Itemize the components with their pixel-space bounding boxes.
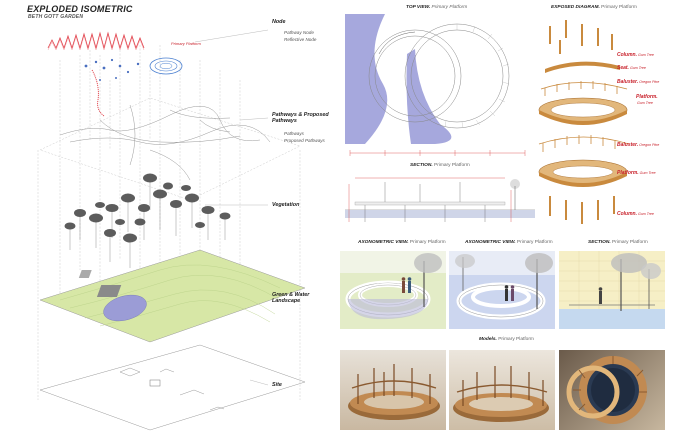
component-label-platform-top: Platform.Gum Tree [636,94,658,105]
page-title: EXPLODED ISOMETRIC [27,4,133,14]
model-photo-2 [449,350,555,430]
layer-sub-pathways: Pathways [284,131,304,136]
top-view-drawing [345,14,510,144]
vegetation-layer [64,173,231,268]
section1-drawing [345,177,535,222]
layer-sub-pathway-node: Pathway Node [284,30,314,35]
axo2-panel [449,251,555,329]
component-label-baluster-top: Baluster.Oregon Pine [617,79,660,85]
layer-label-pathways: Pathways & Proposed Pathways [272,112,329,125]
primary-platform-annotation: Primary Platform [171,41,201,46]
node-layer [47,31,183,117]
axo1-panel [340,251,446,329]
section1-caption: SECTION. Primary Platform [410,163,470,168]
layer-label-vegetation: Vegetation [272,202,300,208]
models-caption: Models. Primary Platform [479,337,534,342]
top-view-caption: TOP VIEW. Primary Platform [406,5,468,10]
component-label-baluster-bottom: Baluster.Oregon Pine [617,142,660,148]
top-view-dimensions [349,150,526,156]
exposed-diagram-drawing [538,20,630,224]
layer-sub-proposed-pathways: Proposed Pathways [284,138,325,143]
section2-caption: SECTION. Primary Platform [588,240,648,245]
axo1-caption: AXONOMETRIC VIEW. Primary Platform [358,240,446,245]
component-label-column-top: Column.Gum Tree [617,52,654,58]
layer-sub-reflective-node: Reflective Node [284,37,317,42]
site-layer [39,344,306,431]
page-subtitle: BETH GOTT GARDEN [28,14,84,20]
pathways-layer [39,97,301,201]
layer-label-site: Site [272,382,282,388]
layer-label-landscape: Green & Water Landscape [272,292,310,305]
exploded-isometric-drawing [37,29,306,431]
axo2-caption: AXONOMETRIC VIEW. Primary Platform [465,240,553,245]
landscape-layer [39,249,306,343]
section2-panel [559,251,665,329]
component-label-platform-bottom: Platform.Gum Tree [617,170,656,176]
component-label-seat: Seat.Gum Tree [617,65,646,71]
model-photo-3 [559,350,665,430]
layer-label-node: Node [272,19,286,25]
component-label-column-bottom: Column.Gum Tree [617,211,654,217]
model-photo-1 [340,350,446,430]
exposed-caption: EXPOSED DIAGRAM. Primary Platform [551,5,637,10]
